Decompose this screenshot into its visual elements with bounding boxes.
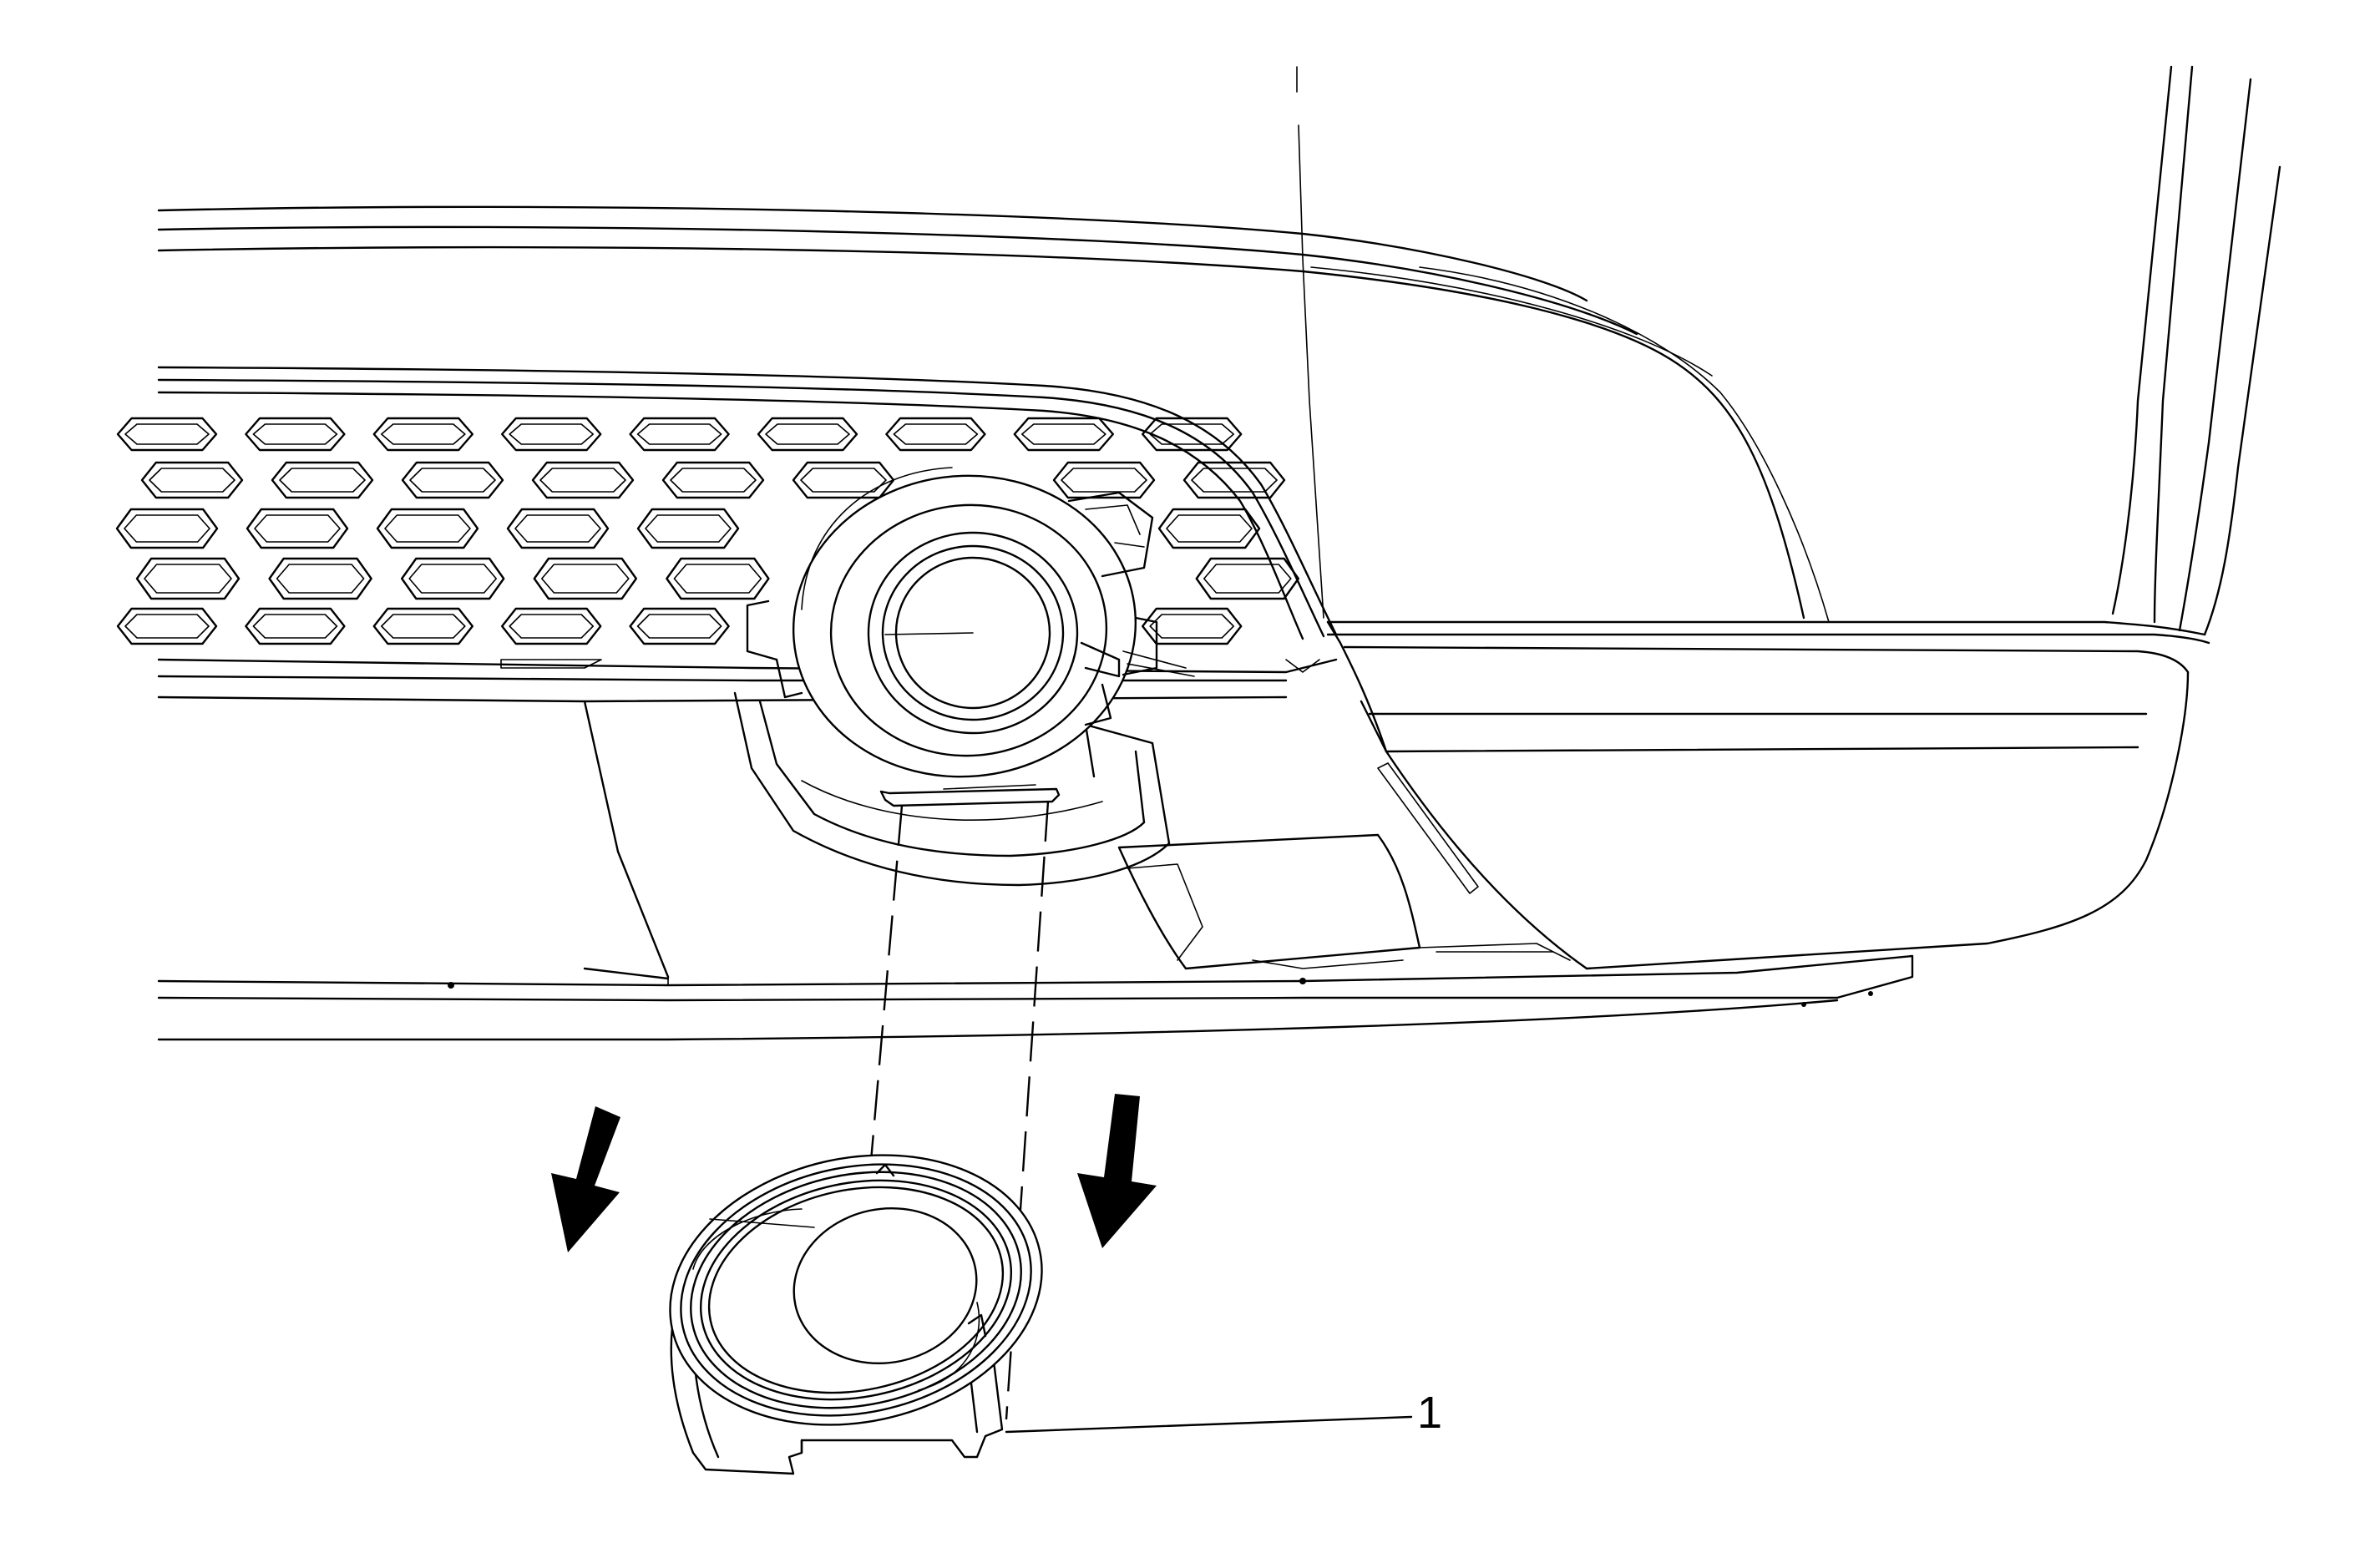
- grille-cell: [629, 607, 730, 645]
- grille-cell-inner: [124, 423, 210, 445]
- grille-cell: [246, 508, 349, 549]
- grille-cell-inner: [124, 614, 210, 639]
- grille-cell: [661, 461, 765, 499]
- grille-cell: [885, 417, 986, 452]
- grille-cell-inner: [645, 514, 732, 543]
- grille-cell-inner: [673, 564, 762, 594]
- grille-cell: [245, 607, 346, 645]
- grille-cell-inner: [514, 514, 601, 543]
- grille-cell: [245, 417, 346, 452]
- grille-cell: [268, 557, 372, 600]
- bumper-lower-lip: [157, 954, 1914, 1041]
- grille-cell: [506, 508, 610, 549]
- grille-cell-inner: [252, 423, 338, 445]
- grille-cell: [629, 417, 730, 452]
- grille-cell: [376, 508, 479, 549]
- arrow-down-icon: [1077, 1094, 1157, 1248]
- grille-cell-inner: [1021, 423, 1106, 445]
- grille-cell-inner: [252, 614, 338, 639]
- grille-cell: [1142, 417, 1243, 452]
- grille-cell-inner: [893, 423, 979, 445]
- grille-cell: [401, 461, 504, 499]
- grille-cell: [401, 557, 505, 600]
- grille-cell: [116, 607, 218, 645]
- grille-cell-inner: [800, 468, 887, 493]
- grille-cell: [1013, 417, 1114, 452]
- grille-cell-inner: [1061, 468, 1147, 493]
- grille-cell: [1182, 461, 1286, 499]
- grille-cell-inner: [409, 468, 496, 493]
- grille-cell: [666, 557, 770, 600]
- grille-cell: [116, 417, 218, 452]
- grille-cell: [1052, 461, 1156, 499]
- grille-cell-inner: [670, 468, 757, 493]
- grille-cell-inner: [1149, 423, 1234, 445]
- arrow-down-left-icon: [551, 1106, 620, 1252]
- grille-mesh: [115, 417, 1299, 645]
- grille-cell: [140, 461, 244, 499]
- callout-1: 1: [1005, 1388, 1442, 1438]
- grille-cell-inner: [149, 468, 235, 493]
- fog-lamp-bezel: [669, 1154, 1043, 1475]
- bumper-upper-contour: [157, 66, 1830, 623]
- grille-cell-inner: [539, 468, 626, 493]
- grille-cell-inner: [509, 614, 594, 639]
- grille-cell-inner: [384, 514, 471, 543]
- grille-cell: [531, 461, 635, 499]
- grille-cell: [501, 417, 602, 452]
- grille-cell-inner: [1191, 468, 1278, 493]
- grille-cell: [1195, 557, 1299, 600]
- grille-cell: [372, 607, 473, 645]
- grille-cell: [115, 508, 219, 549]
- lower-fascia-panel: [583, 700, 1571, 979]
- grille-cell-inner: [276, 564, 365, 594]
- grille-cell-inner: [144, 564, 232, 594]
- grille-cell-inner: [636, 423, 722, 445]
- fog-lamp-housing: [733, 467, 1195, 887]
- grille-cell-inner: [541, 564, 630, 594]
- grille-cell: [1157, 508, 1261, 549]
- grille-cell: [501, 607, 602, 645]
- grille-cell-inner: [254, 514, 341, 543]
- grille-cell: [135, 557, 241, 600]
- grille-cell-inner: [1166, 514, 1253, 543]
- grille-cell-inner: [381, 423, 466, 445]
- grille-cell: [636, 508, 740, 549]
- grille-cell-inner: [509, 423, 594, 445]
- grille-cell: [372, 417, 473, 452]
- grille-cell: [533, 557, 637, 600]
- grille-cell-inner: [636, 614, 722, 639]
- grille-cell-inner: [381, 614, 466, 639]
- grille-cell-inner: [765, 423, 850, 445]
- grille-cell-inner: [279, 468, 366, 493]
- grille-cell: [757, 417, 858, 452]
- grille-cell-inner: [1203, 564, 1292, 594]
- grille-cell-inner: [124, 514, 210, 543]
- grille-cell: [271, 461, 374, 499]
- grille-cell-inner: [408, 564, 497, 594]
- grille-cell-inner: [1149, 614, 1234, 639]
- bumper-right-corner: [1326, 65, 2281, 970]
- callout-label: 1: [1417, 1388, 1442, 1438]
